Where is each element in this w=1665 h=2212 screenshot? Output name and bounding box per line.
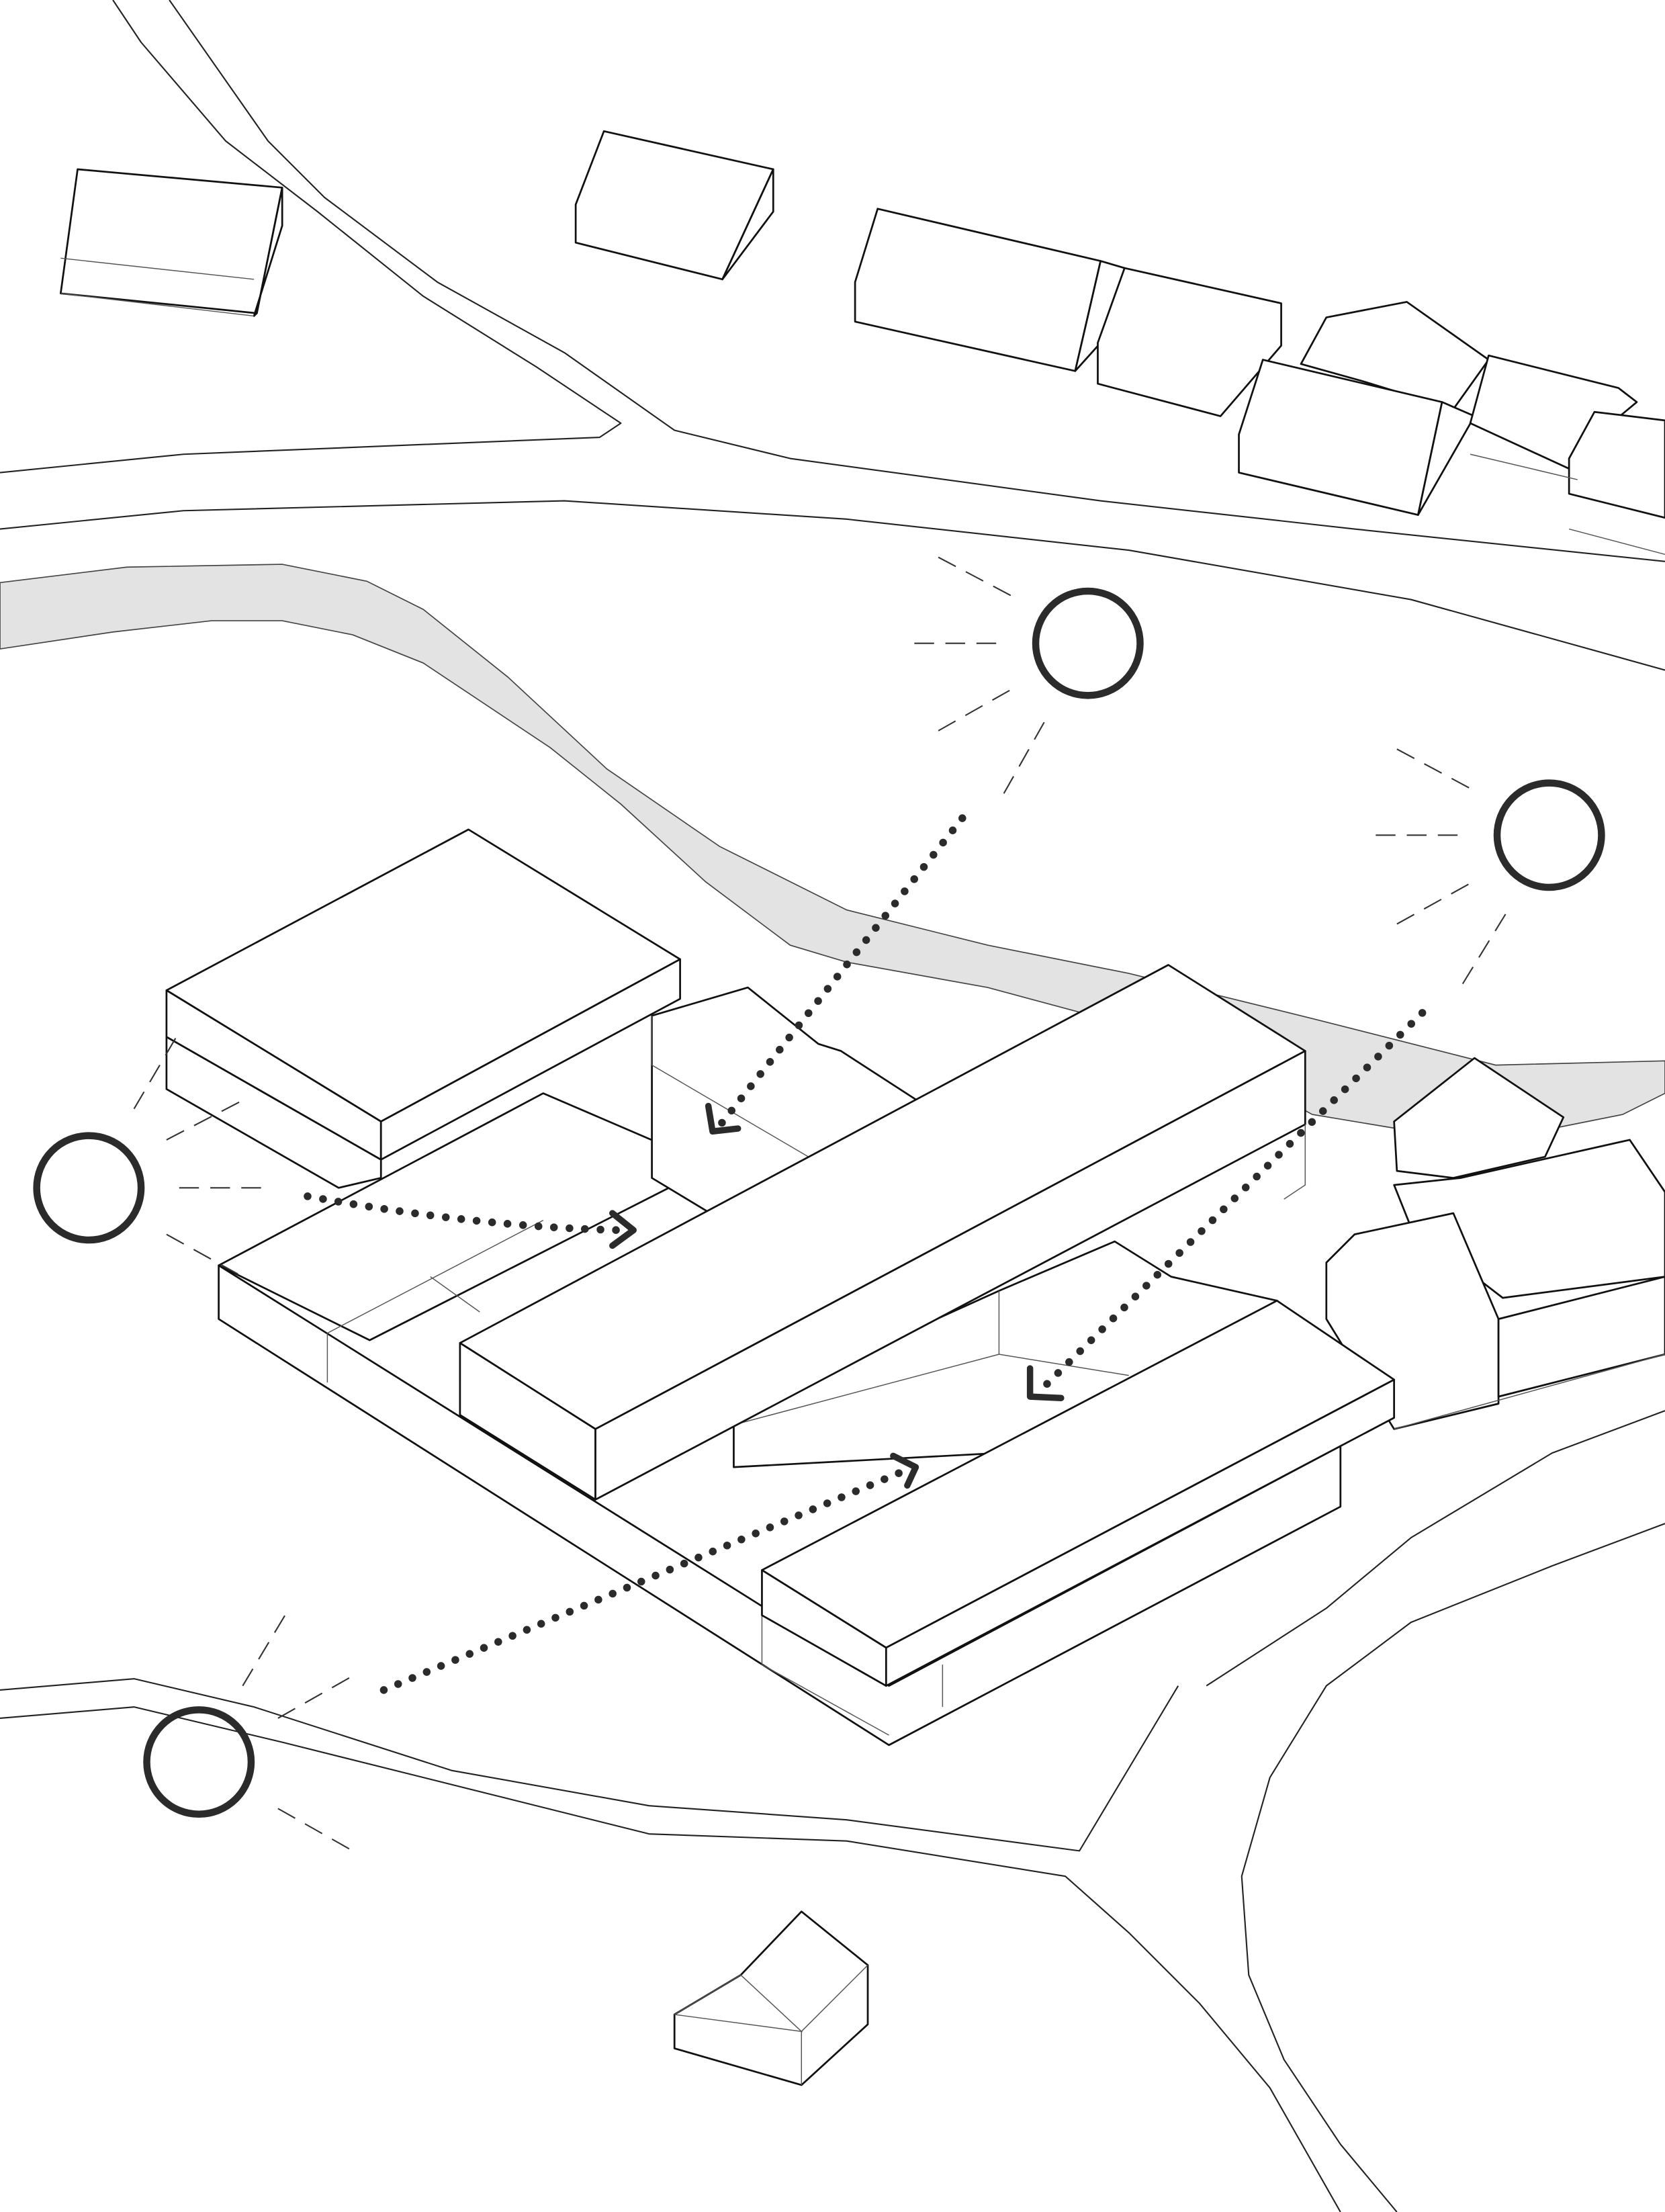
sun-positions xyxy=(33,556,1605,1852)
sun-path-arrows xyxy=(304,814,1427,1694)
arrow-path xyxy=(715,814,966,1130)
arrow-path xyxy=(304,1192,625,1235)
sun-icon xyxy=(1493,779,1605,891)
sun-icon xyxy=(143,1706,255,1818)
arrow-head-icon xyxy=(1026,1365,1065,1401)
arrow-head-icon xyxy=(890,1452,919,1489)
arrow-head-icon xyxy=(705,1102,741,1135)
arrow-path xyxy=(379,1467,907,1694)
arrow-head-icon xyxy=(609,1210,637,1249)
neighbouring-houses xyxy=(59,130,1665,2086)
sun-icon xyxy=(1032,587,1144,699)
arrow-path xyxy=(1040,1009,1427,1391)
proposed-buildings xyxy=(165,828,1396,1746)
sun-icon xyxy=(33,1132,145,1244)
